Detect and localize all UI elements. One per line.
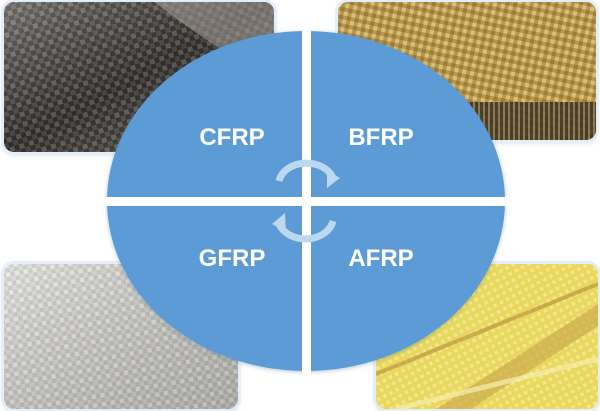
- quadrant-label-gfrp: GFRP: [199, 245, 266, 272]
- horizontal-divider: [100, 197, 512, 206]
- aramid-fiber-roll-image: [376, 264, 598, 409]
- quadrant-label-cfrp: CFRP: [199, 124, 264, 151]
- quadrant-label-afrp: AFRP: [348, 245, 413, 272]
- quadrant-label-bfrp: BFRP: [348, 124, 413, 151]
- cycle-arrows-icon: [272, 159, 340, 243]
